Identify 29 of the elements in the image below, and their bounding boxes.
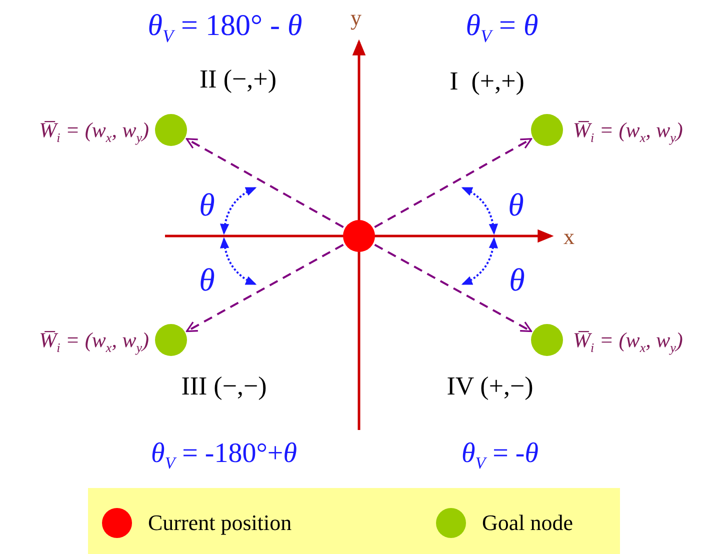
formula-label: y: [350, 6, 362, 30]
coordinate-label: W̅$_{i}$ = (w$_{x}$, w$_{y}$): [573, 117, 683, 148]
arrow: [186, 138, 344, 228]
coordinate-label: W̅$_{i}$ = (w$_{x}$, w$_{y}$): [39, 117, 149, 148]
formula-label: θ: [199, 262, 215, 298]
goal-node-dot: [531, 324, 563, 356]
goal-node-dot: [155, 324, 187, 356]
formula-label: θ: [509, 262, 525, 298]
formula-label: I (+,+): [450, 68, 524, 96]
legend-text: Current position: [148, 510, 292, 536]
formula-label: θ$_{V}$ = -180°+θ: [151, 438, 297, 474]
coordinate-label: W̅$_{i}$ = (w$_{x}$, w$_{y}$): [39, 327, 149, 358]
goal-node-dot: [155, 114, 187, 146]
arrow: [374, 244, 532, 332]
legend-text: Goal node: [482, 510, 574, 536]
formula-label: x: [564, 224, 574, 250]
goal-node-dot: [531, 114, 563, 146]
coordinate-label: W̅$_{i}$ = (w$_{x}$, w$_{y}$): [573, 327, 683, 358]
current-position-dot: [343, 220, 375, 252]
arrow: [186, 244, 344, 332]
arrow: [374, 138, 532, 228]
formula-label: θ: [199, 187, 215, 223]
formula-label: θ: [508, 187, 524, 223]
formula-label: IV (+,−): [446, 372, 534, 402]
formula-label: θ$_{V}$ = 180° - θ: [148, 9, 302, 47]
formula-label: θ$_{V}$ = -θ: [462, 438, 538, 474]
formula-label: θ$_{V}$ = θ: [466, 9, 538, 47]
formula-label: II (−,+): [200, 66, 276, 94]
formula-label: III (−,−): [181, 372, 267, 402]
